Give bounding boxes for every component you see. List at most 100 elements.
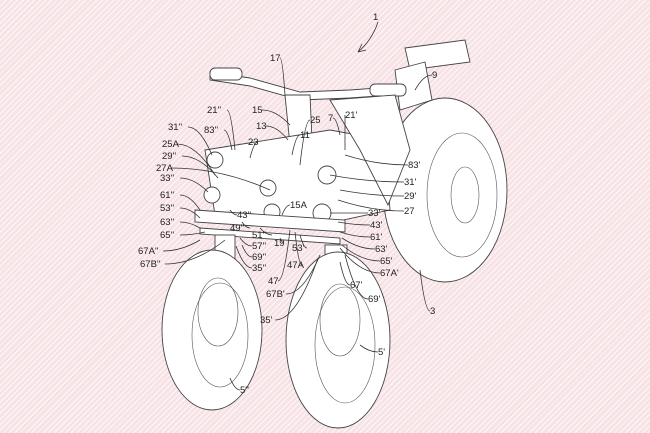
reference-numeral: 67B' [266,289,285,300]
leader-line [259,227,273,236]
leader-line [162,239,201,252]
reference-numeral: 7 [328,113,333,124]
leader-line [164,239,226,265]
leader-line [299,119,311,166]
left-grip [209,67,243,81]
reference-numeral: 29' [404,191,417,202]
reference-numeral: 63'' [160,217,174,228]
reference-numeral: 23 [248,137,259,148]
vehicle-drawing [161,21,508,429]
leader-line [339,231,371,238]
leader-line [229,377,241,391]
left-front-rim [191,282,249,388]
reference-numeral: 47A [287,260,305,271]
reference-numeral: 49'' [230,223,244,234]
leader-line [344,254,369,300]
leader-line [337,221,371,226]
rear-rack [404,39,471,71]
reference-numeral: 43'' [237,210,251,221]
reference-numeral: 19 [274,238,285,249]
reference-numeral: 69' [368,294,381,305]
pivot-33-left [203,186,221,204]
leader-line [249,141,259,159]
reference-numeral: 25A [162,139,180,150]
reference-numeral: 11 [300,130,310,141]
reference-numeral: 47 [268,276,279,287]
pivot-31-left [206,151,224,169]
reference-numeral: 33'' [160,173,174,184]
leader-line [170,167,271,191]
reference-numeral: 53' [292,243,305,254]
reference-numeral: 43' [370,220,383,231]
leader-line [339,189,405,197]
leader-line [281,204,291,216]
leader-line [261,109,291,126]
leader-line [241,221,251,229]
leader-line [339,247,381,274]
reference-numeral: 61' [370,232,383,243]
leader-line [181,155,219,179]
leader-line [179,194,201,211]
reference-numeral: 65' [380,256,393,267]
leader-line [179,177,209,193]
reference-numeral: 67A'' [138,246,159,257]
reference-numeral: 33' [368,208,381,219]
leader-line [279,57,286,96]
reference-numeral: 35' [260,315,273,326]
rear-brake-disc [450,166,480,224]
reference-numeral: 57'' [252,241,266,252]
reference-numeral: 69'' [252,252,266,263]
leader-line [274,257,319,321]
leader-line [291,134,301,156]
reference-numeral: 63' [375,244,388,255]
leader-line [187,126,213,156]
reference-numeral: 61'' [160,190,174,201]
right-brake-disc [319,283,361,357]
reference-numeral: 15 [252,105,263,116]
pivot-center-upper [259,179,277,197]
leader-line [294,231,303,266]
pivot-31-right [317,165,337,185]
leader-line [419,269,431,312]
reference-numeral: 5' [378,347,385,358]
leader-line [341,237,376,250]
reference-numeral: 51'' [252,230,266,241]
leader-line [279,237,285,244]
reference-numeral: 5'' [240,385,249,396]
reference-numeral: 25 [310,115,321,126]
reference-numeral: 67B'' [140,259,161,270]
leader-line [332,117,341,136]
leader-line [341,244,381,262]
arrow-1 [357,21,379,53]
reference-numeral: 17 [270,53,281,64]
left-brake-disc [197,277,239,347]
reference-numeral: 3 [430,306,435,317]
leader-line [265,125,289,141]
reference-numeral: 13 [256,121,267,132]
leader-line [176,143,216,176]
leader-line [337,199,405,212]
reference-numeral: 83' [408,160,421,171]
steering-rod [199,227,341,245]
reference-numeral: 67' [350,280,363,291]
reference-numeral: 53'' [160,203,174,214]
reference-numeral: 27 [404,206,415,217]
leader-line [277,229,291,282]
right-grip [369,83,407,97]
reference-numeral: 21'' [207,105,221,116]
leader-line [414,74,433,91]
leader-line [179,221,201,229]
leader-line [329,174,405,183]
leader-line [359,344,379,353]
right-front-rim [314,286,376,404]
lower-cross-member [194,209,346,233]
reference-numeral: 15A [290,200,308,211]
reference-numeral: 65'' [160,230,174,241]
reference-numeral: 83'' [204,125,218,136]
leader-line [226,109,236,151]
reference-numeral: 9 [432,70,437,81]
leader-line [223,129,233,151]
reference-numeral: 31'' [168,122,182,133]
